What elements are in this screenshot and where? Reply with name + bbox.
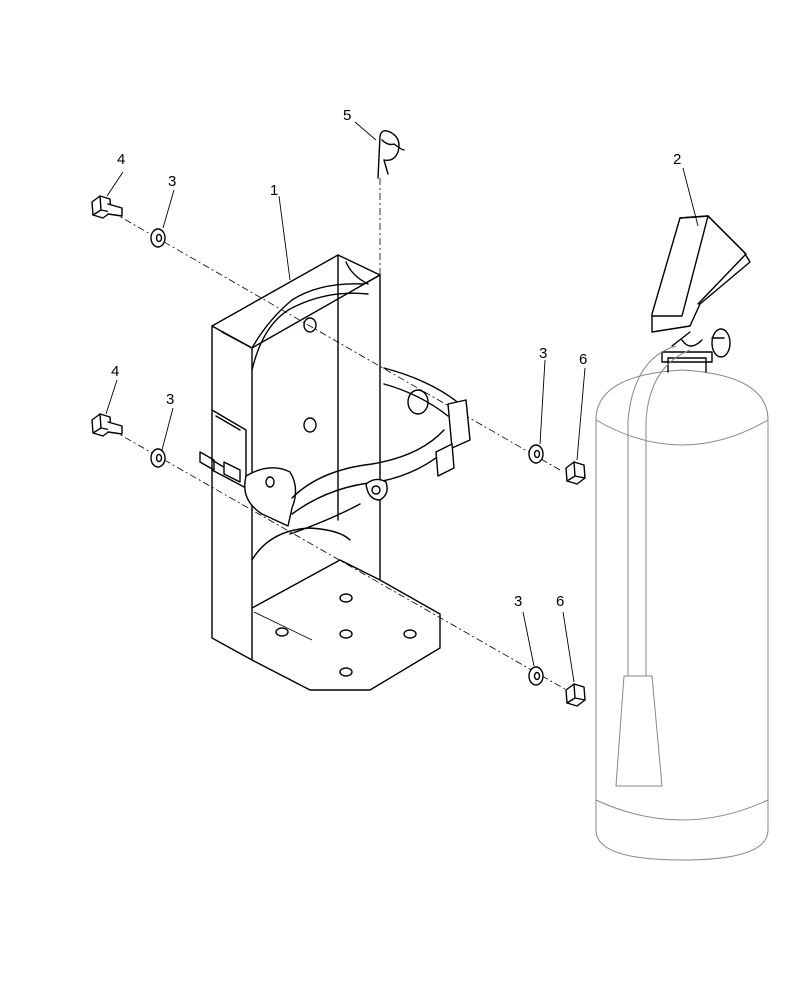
callout-2: 2 bbox=[673, 151, 681, 168]
washer-upper-right bbox=[528, 444, 544, 464]
leader-lines bbox=[105, 121, 699, 683]
callout-labels: 1 2 3 3 3 3 4 4 5 6 6 bbox=[111, 107, 681, 610]
washer-lower-right bbox=[528, 666, 544, 686]
callout-6-upper: 6 bbox=[579, 351, 587, 368]
callout-1: 1 bbox=[270, 182, 278, 199]
callout-3-lower-left: 3 bbox=[166, 391, 174, 408]
hex-nut-lower bbox=[565, 683, 586, 707]
hex-nut-upper bbox=[565, 461, 586, 485]
callout-4-upper: 4 bbox=[117, 151, 125, 168]
hex-bolt-lower bbox=[91, 413, 123, 437]
hex-bolt-upper bbox=[91, 195, 123, 219]
washer-lower-left bbox=[150, 448, 166, 468]
fire-extinguisher bbox=[595, 215, 769, 861]
callout-6-lower: 6 bbox=[556, 593, 564, 610]
hitch-pin-clip bbox=[377, 129, 405, 179]
callout-5: 5 bbox=[343, 107, 351, 124]
callout-4-lower: 4 bbox=[111, 363, 119, 380]
callout-3-upper-right: 3 bbox=[539, 345, 547, 362]
callout-3-upper-left: 3 bbox=[168, 173, 176, 190]
callout-3-lower-right: 3 bbox=[514, 593, 522, 610]
extinguisher-bracket bbox=[199, 254, 471, 691]
assembly-centerlines bbox=[111, 178, 571, 693]
washer-upper-left bbox=[150, 228, 166, 248]
